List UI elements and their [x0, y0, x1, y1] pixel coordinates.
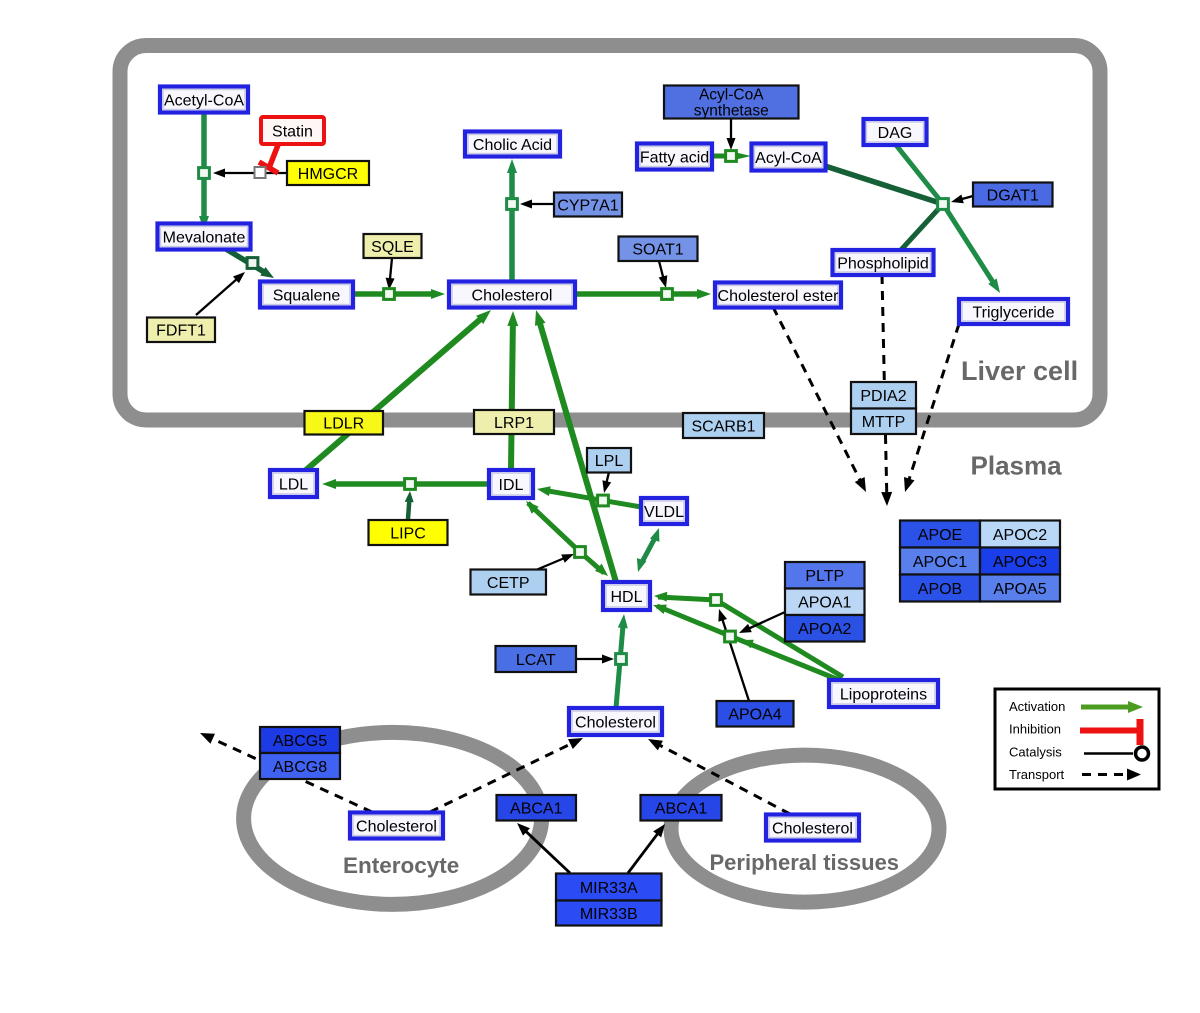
svg-text:Cholesterol: Cholesterol	[575, 714, 656, 731]
svg-text:LDL: LDL	[279, 476, 308, 493]
svg-text:LCAT: LCAT	[516, 652, 556, 669]
svg-text:Statin: Statin	[272, 123, 313, 140]
svg-text:SCARB1: SCARB1	[691, 418, 755, 435]
svg-text:APOE: APOE	[918, 527, 962, 544]
svg-text:LPL: LPL	[595, 453, 624, 470]
svg-text:Triglyceride: Triglyceride	[972, 304, 1054, 321]
svg-text:APOC1: APOC1	[913, 554, 967, 571]
svg-text:Cholesterol ester: Cholesterol ester	[718, 288, 840, 305]
svg-text:synthetase: synthetase	[694, 103, 769, 120]
svg-text:ABCG5: ABCG5	[273, 733, 327, 750]
svg-text:LIPC: LIPC	[390, 525, 426, 542]
svg-text:MTTP: MTTP	[862, 414, 906, 431]
svg-text:LRP1: LRP1	[494, 415, 534, 432]
svg-text:FDFT1: FDFT1	[156, 323, 206, 340]
svg-text:Peripheral tissues: Peripheral tissues	[710, 850, 900, 875]
svg-text:MIR33B: MIR33B	[580, 906, 638, 923]
svg-text:Liver cell: Liver cell	[961, 356, 1078, 386]
svg-text:APOA1: APOA1	[798, 595, 851, 612]
svg-text:APOB: APOB	[918, 581, 962, 598]
svg-text:CETP: CETP	[487, 575, 530, 592]
svg-text:PLTP: PLTP	[805, 568, 844, 585]
svg-text:APOC2: APOC2	[993, 527, 1047, 544]
svg-text:ABCG8: ABCG8	[273, 759, 327, 776]
svg-text:Lipoproteins: Lipoproteins	[840, 686, 927, 703]
svg-text:Cholic Acid: Cholic Acid	[473, 137, 552, 154]
svg-text:APOA5: APOA5	[993, 581, 1046, 598]
svg-text:DGAT1: DGAT1	[987, 187, 1039, 204]
svg-text:Cholesterol: Cholesterol	[356, 818, 437, 835]
svg-text:Inhibition: Inhibition	[1009, 722, 1061, 737]
svg-text:Plasma: Plasma	[971, 451, 1063, 481]
svg-text:Fatty acid: Fatty acid	[640, 149, 709, 166]
svg-text:HMGCR: HMGCR	[298, 166, 358, 183]
svg-text:Mevalonate: Mevalonate	[163, 229, 246, 246]
svg-text:Acyl-CoA: Acyl-CoA	[755, 150, 822, 167]
svg-text:Enterocyte: Enterocyte	[343, 853, 459, 878]
svg-text:IDL: IDL	[499, 477, 524, 494]
svg-text:Squalene: Squalene	[273, 287, 341, 304]
svg-text:PDIA2: PDIA2	[860, 388, 906, 405]
svg-text:MIR33A: MIR33A	[580, 880, 638, 897]
svg-text:ABCA1: ABCA1	[655, 801, 708, 818]
svg-text:LDLR: LDLR	[323, 416, 364, 433]
svg-text:HDL: HDL	[610, 589, 642, 606]
svg-text:APOC3: APOC3	[993, 554, 1047, 571]
svg-text:SOAT1: SOAT1	[632, 242, 683, 259]
svg-text:CYP7A1: CYP7A1	[557, 197, 618, 214]
svg-text:Phospholipid: Phospholipid	[837, 255, 929, 272]
svg-text:Cholesterol: Cholesterol	[772, 820, 853, 837]
svg-text:Acetyl-CoA: Acetyl-CoA	[164, 92, 244, 109]
svg-text:Acyl-CoA: Acyl-CoA	[699, 86, 764, 103]
svg-text:VLDL: VLDL	[644, 504, 684, 521]
svg-text:Catalysis: Catalysis	[1009, 745, 1062, 760]
svg-text:SQLE: SQLE	[371, 239, 414, 256]
svg-text:DAG: DAG	[878, 125, 913, 142]
svg-text:APOA4: APOA4	[728, 707, 781, 724]
svg-text:ABCA1: ABCA1	[510, 801, 563, 818]
svg-text:Cholesterol: Cholesterol	[472, 287, 553, 304]
svg-text:Activation: Activation	[1009, 699, 1065, 714]
svg-text:Transport: Transport	[1009, 767, 1065, 782]
svg-text:APOA2: APOA2	[798, 621, 851, 638]
